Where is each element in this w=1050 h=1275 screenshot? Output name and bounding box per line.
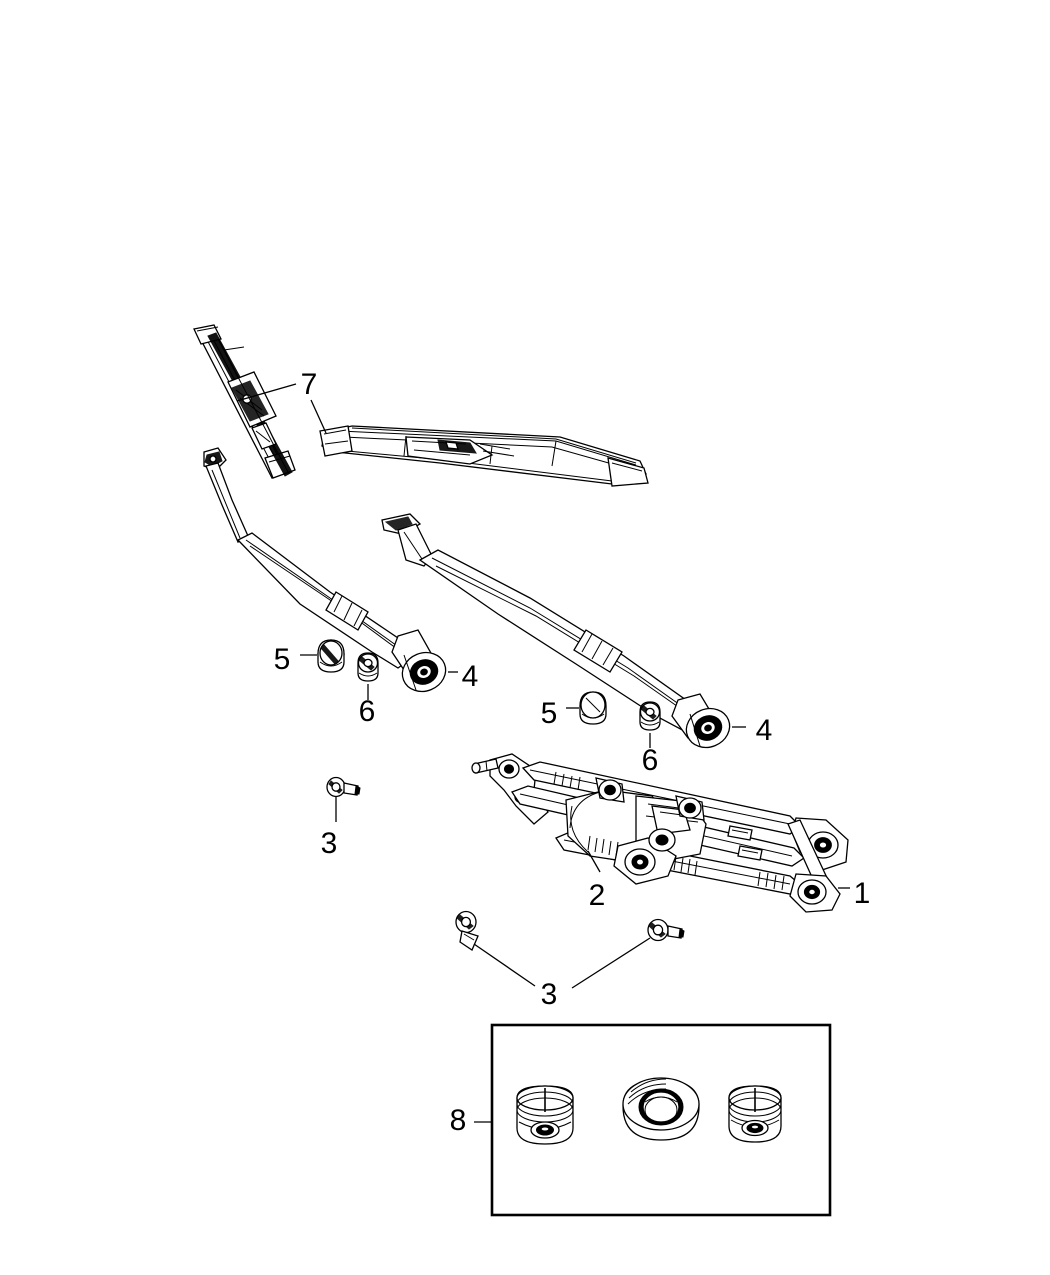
callout-label-7: 7: [301, 368, 318, 401]
screw-lower-right: [647, 918, 685, 942]
pivot-nut-left: [357, 652, 379, 682]
callout-label-6-right: 6: [642, 744, 659, 777]
callout-label-5-left: 5: [274, 643, 291, 676]
callout-label-4-left: 4: [462, 660, 479, 693]
screw-upper-left: [326, 776, 361, 798]
linkage-bearing-left: [595, 777, 625, 803]
pivot-cap-left: [317, 639, 345, 673]
linkage-bearing-right: [675, 795, 705, 821]
leader-2: [587, 850, 601, 873]
wiper-arm-right: [381, 513, 731, 749]
wiper-blade-right: [319, 425, 649, 487]
leader-3-lower-left: [473, 943, 536, 987]
pivot-cap-right: [579, 691, 607, 725]
callout-label-1: 1: [854, 877, 871, 910]
wiper-arm-left: [203, 447, 447, 693]
pivot-nut-right: [639, 701, 661, 731]
callout-label-8: 8: [450, 1104, 467, 1137]
callout-label-6-left: 6: [359, 695, 376, 728]
screw-lower-left: [455, 910, 479, 951]
callout-label-3-upper: 3: [321, 827, 338, 860]
callout-label-2: 2: [589, 879, 606, 912]
wiper-linkage-assembly: [471, 753, 849, 913]
leader-3-lower-right: [571, 937, 651, 989]
grommet-small-left: [516, 1085, 574, 1145]
callout-label-5-right: 5: [541, 697, 558, 730]
leader-7-left: [236, 383, 297, 402]
grommet-small-right: [728, 1085, 782, 1143]
callout-label-3-lower: 3: [541, 978, 558, 1011]
callout-label-4-right: 4: [756, 714, 773, 747]
wiper-blade-left: [193, 324, 296, 480]
grommet-large-center: [622, 1077, 700, 1141]
leader-7-right: [310, 399, 327, 434]
